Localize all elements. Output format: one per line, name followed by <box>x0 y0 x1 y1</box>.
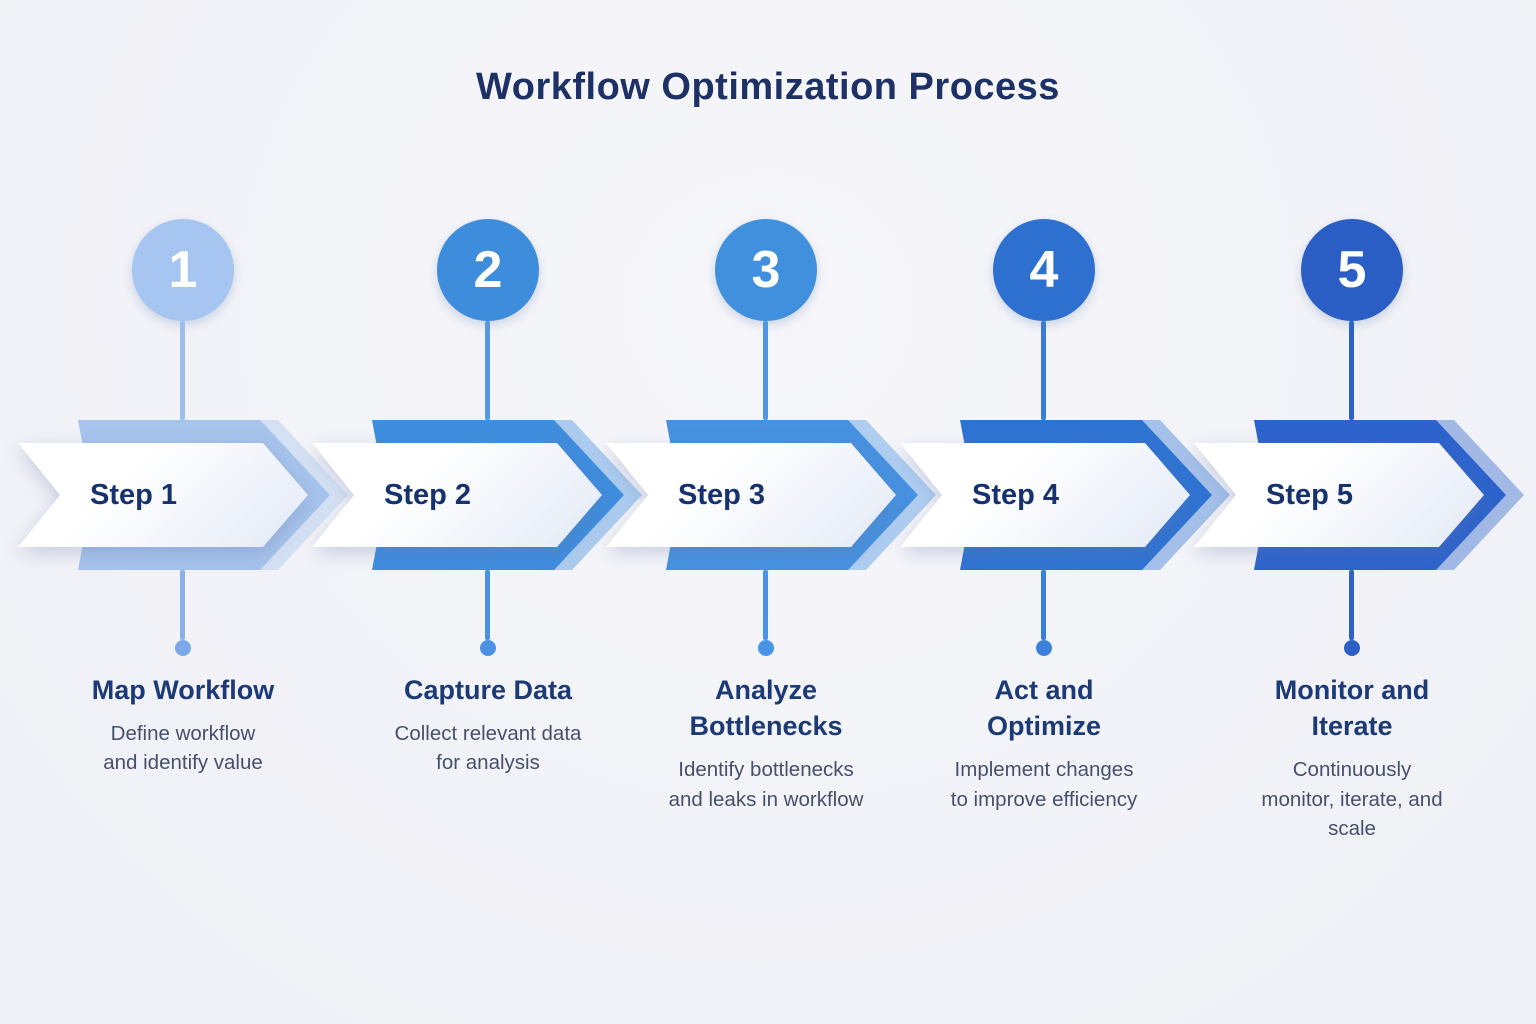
step-3-heading-line: Bottlenecks <box>689 711 843 742</box>
step-1-number-circle: 1 <box>132 219 234 321</box>
step-2-number: 2 <box>473 241 503 299</box>
step-2-description-line: Collect relevant data <box>394 722 582 746</box>
step-2-top-connector-line <box>485 321 490 420</box>
step-1-heading-line: Map Workflow <box>91 675 275 705</box>
step-4-banner-fill <box>900 443 1190 547</box>
page-title: Workflow Optimization Process <box>476 66 1060 108</box>
step-2-description-line: for analysis <box>436 751 540 775</box>
step-2-banner <box>312 443 602 547</box>
step-1-description-line: and identify value <box>103 751 263 775</box>
step-4-text-column: Act and Optimize Implement changes to im… <box>894 672 1194 814</box>
step-4-arrow-banner: Step 4 <box>900 420 1230 570</box>
step-2-heading-line: Capture Data <box>403 675 573 705</box>
step-5-dot <box>1344 640 1360 656</box>
step-3-label: Step 3 <box>678 479 766 511</box>
step-5-arrow-banner: Step 5 <box>1194 420 1524 570</box>
step-2-label: Step 2 <box>384 479 472 511</box>
step-5-bottom-connector-line <box>1349 570 1354 640</box>
step-4-description: Implement changes to improve efficiency <box>894 755 1194 814</box>
step-2-dot <box>480 640 496 656</box>
step-3-arrow-banner: Step 3 <box>606 420 936 570</box>
step-2-heading: Capture Data <box>338 672 638 708</box>
step-3-description: Identify bottlenecks and leaks in workfl… <box>616 755 916 814</box>
step-3-bottom-connector-line <box>763 570 768 640</box>
step-4-number: 4 <box>1029 241 1059 299</box>
step-1-description-line: Define workflow <box>110 722 256 746</box>
step-5-heading: Monitor and Iterate <box>1202 672 1502 744</box>
step-5-banner <box>1194 443 1484 547</box>
step-1-top-connector-line <box>180 321 185 420</box>
step-5-text-column: Monitor and Iterate Continuously monitor… <box>1202 672 1502 843</box>
step-3-description-line: and leaks in workflow <box>668 787 864 811</box>
step-2-arrow-banner: Step 2 <box>312 420 642 570</box>
step-4-heading: Act and Optimize <box>894 672 1194 744</box>
step-5-number-circle: 5 <box>1301 219 1403 321</box>
step-5-number: 5 <box>1337 241 1367 299</box>
step-4-top-connector-line <box>1041 321 1046 420</box>
step-3-banner <box>606 443 896 547</box>
step-2-description: Collect relevant data for analysis <box>338 719 638 778</box>
step-4-heading-line: Optimize <box>986 711 1101 742</box>
step-2-text-column: Capture Data Collect relevant data for a… <box>338 672 638 778</box>
step-5-description-line: monitor, iterate, and <box>1261 787 1443 811</box>
step-4-heading-line: Act and <box>994 675 1094 705</box>
step-2-number-circle: 2 <box>437 219 539 321</box>
step-3-heading-line: Analyze <box>714 675 818 705</box>
step-1-text-column: Map Workflow Define workflow and identif… <box>33 672 333 778</box>
step-4-description-line: to improve efficiency <box>950 787 1138 811</box>
step-5-heading-line: Monitor and <box>1274 675 1430 705</box>
step-1-label: Step 1 <box>90 479 178 511</box>
step-3-description-line: Identify bottlenecks <box>678 758 854 782</box>
step-3-banner-fill <box>606 443 896 547</box>
arrow-banner-row: Step 1 Step 2 Step 3 Step 4 Step 5 <box>0 420 1536 570</box>
step-1-heading: Map Workflow <box>33 672 333 708</box>
step-5-label: Step 5 <box>1266 479 1354 511</box>
step-3-top-connector-line <box>763 321 768 420</box>
step-1-banner <box>18 443 308 547</box>
step-5-banner-fill <box>1194 443 1484 547</box>
step-1-banner-fill <box>18 443 308 547</box>
step-5-description: Continuously monitor, iterate, and scale <box>1202 755 1502 843</box>
step-1-bottom-connector-line <box>180 570 185 640</box>
step-4-number-circle: 4 <box>993 219 1095 321</box>
step-4-description-line: Implement changes <box>954 758 1134 782</box>
step-3-number: 3 <box>751 241 781 299</box>
step-4-label: Step 4 <box>972 479 1060 511</box>
step-4-bottom-connector-line <box>1041 570 1046 640</box>
step-3-dot <box>758 640 774 656</box>
step-2-bottom-connector-line <box>485 570 490 640</box>
step-5-description-line: Continuously <box>1292 758 1412 782</box>
step-2-banner-fill <box>312 443 602 547</box>
step-5-heading-line: Iterate <box>1311 711 1393 742</box>
step-5-description-line: scale <box>1328 816 1376 840</box>
step-3-text-column: Analyze Bottlenecks Identify bottlenecks… <box>616 672 916 814</box>
step-1-description: Define workflow and identify value <box>33 719 333 778</box>
step-1-dot <box>175 640 191 656</box>
step-4-dot <box>1036 640 1052 656</box>
step-4-banner <box>900 443 1190 547</box>
step-3-number-circle: 3 <box>715 219 817 321</box>
step-3-heading: Analyze Bottlenecks <box>616 672 916 744</box>
step-1-number: 1 <box>168 241 198 299</box>
step-1-arrow-banner: Step 1 <box>18 420 348 570</box>
step-5-top-connector-line <box>1349 321 1354 420</box>
